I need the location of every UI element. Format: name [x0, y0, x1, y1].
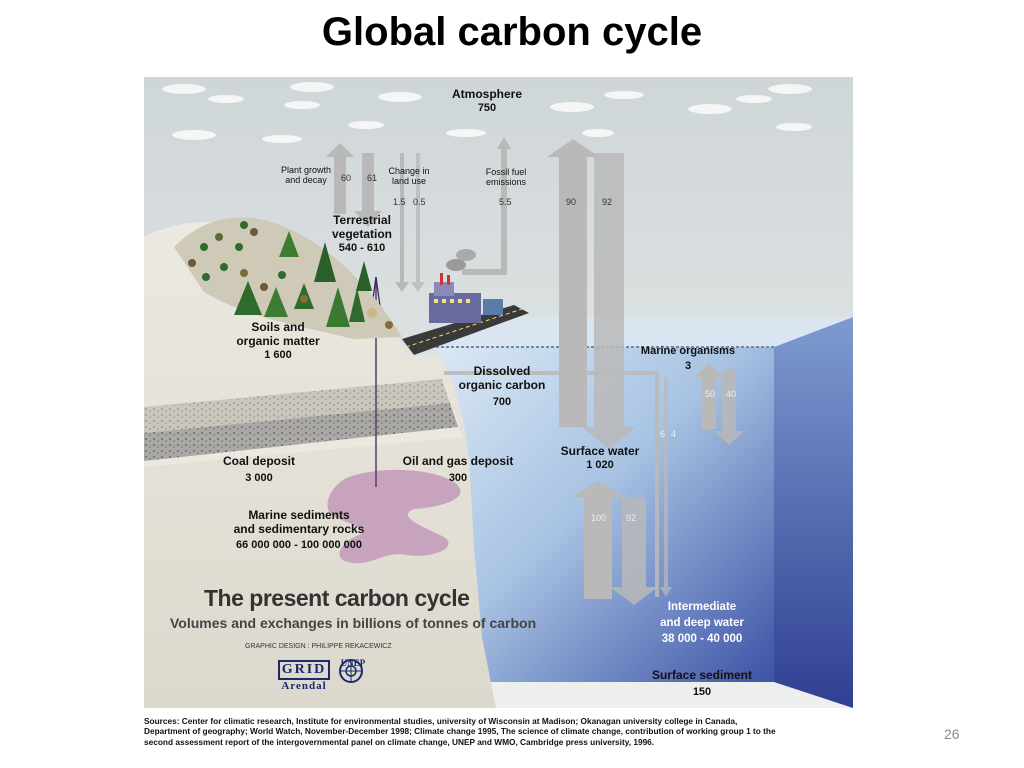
graphic-credit: GRAPHIC DESIGN : PHILIPPE REKACEWICZ	[245, 643, 392, 650]
oil-gas-deposit	[327, 469, 461, 564]
unep-emblem-icon	[339, 659, 363, 683]
carbon-cycle-diagram: Atmosphere 750 Terrestrial vegetation 54…	[144, 77, 853, 708]
slide-title: Global carbon cycle	[321, 10, 703, 54]
marine-sediments-label: Marine sediments and sedimentary rocks 6…	[233, 508, 365, 551]
factory	[429, 249, 503, 323]
oil-gas-deposit-label: Oil and gas deposit 300	[402, 454, 514, 484]
terrestrial-vegetation-label: Terrestrial vegetation 540 - 610	[331, 213, 392, 254]
surface-sediment-label: Surface sediment 150	[651, 668, 753, 698]
dissolved-organic-carbon-label: Dissolved organic carbon 700	[458, 364, 546, 408]
land-use-value-a: 1.5	[393, 197, 406, 207]
ocean-down-value: 92	[602, 197, 613, 207]
fossil-fuel-value: 5.5	[499, 197, 512, 207]
gravel-stratum	[144, 379, 450, 433]
surface-water-label: Surface water 1 020	[560, 444, 640, 471]
flow-arrows	[326, 137, 744, 605]
coal-deposit-label: Coal deposit 3 000	[222, 454, 295, 484]
grid-arendal-logo: GRID Arendal	[278, 660, 330, 692]
sinking-value-a: 6	[660, 429, 666, 439]
trees	[188, 221, 393, 329]
page-number: 26	[944, 726, 960, 742]
plant-growth-label: Plant growth and decay	[280, 165, 332, 185]
sinking-value-b: 4	[671, 429, 677, 439]
land	[144, 221, 496, 708]
fossil-fuel-label: Fossil fuel emissions	[485, 167, 527, 187]
marine-organisms-label: Marine organisms 3	[640, 345, 736, 372]
marine-value-b: 40	[726, 389, 737, 399]
clouds	[162, 82, 812, 143]
soils-label: Soils and organic matter 1 600	[236, 320, 320, 361]
marine-value-a: 50	[705, 389, 716, 399]
plant-up-value: 60	[341, 173, 352, 183]
deep-water-label: Intermediate and deep water 38 000 - 40 …	[660, 601, 744, 646]
sources-note: Sources: Center for climatic research, I…	[144, 716, 776, 747]
atmosphere-label: Atmosphere 750	[451, 87, 522, 114]
ocean-up-value: 90	[566, 197, 577, 207]
ocean-side	[774, 317, 853, 708]
unep-logo: UNEP	[338, 658, 368, 683]
coal-stratum	[144, 403, 458, 461]
road	[402, 305, 529, 355]
land-use-value-b: 0.5	[413, 197, 426, 207]
deep-up-value: 100	[591, 513, 607, 523]
land-use-label: Change in land use	[388, 166, 430, 186]
deep-down-value: 92	[626, 513, 637, 523]
diagram-subtitle: Volumes and exchanges in billions of ton…	[170, 615, 537, 631]
ocean-surface	[436, 317, 853, 347]
diagram-artwork	[144, 77, 853, 708]
plant-down-value: 61	[367, 173, 378, 183]
diagram-title: The present carbon cycle	[204, 585, 470, 611]
